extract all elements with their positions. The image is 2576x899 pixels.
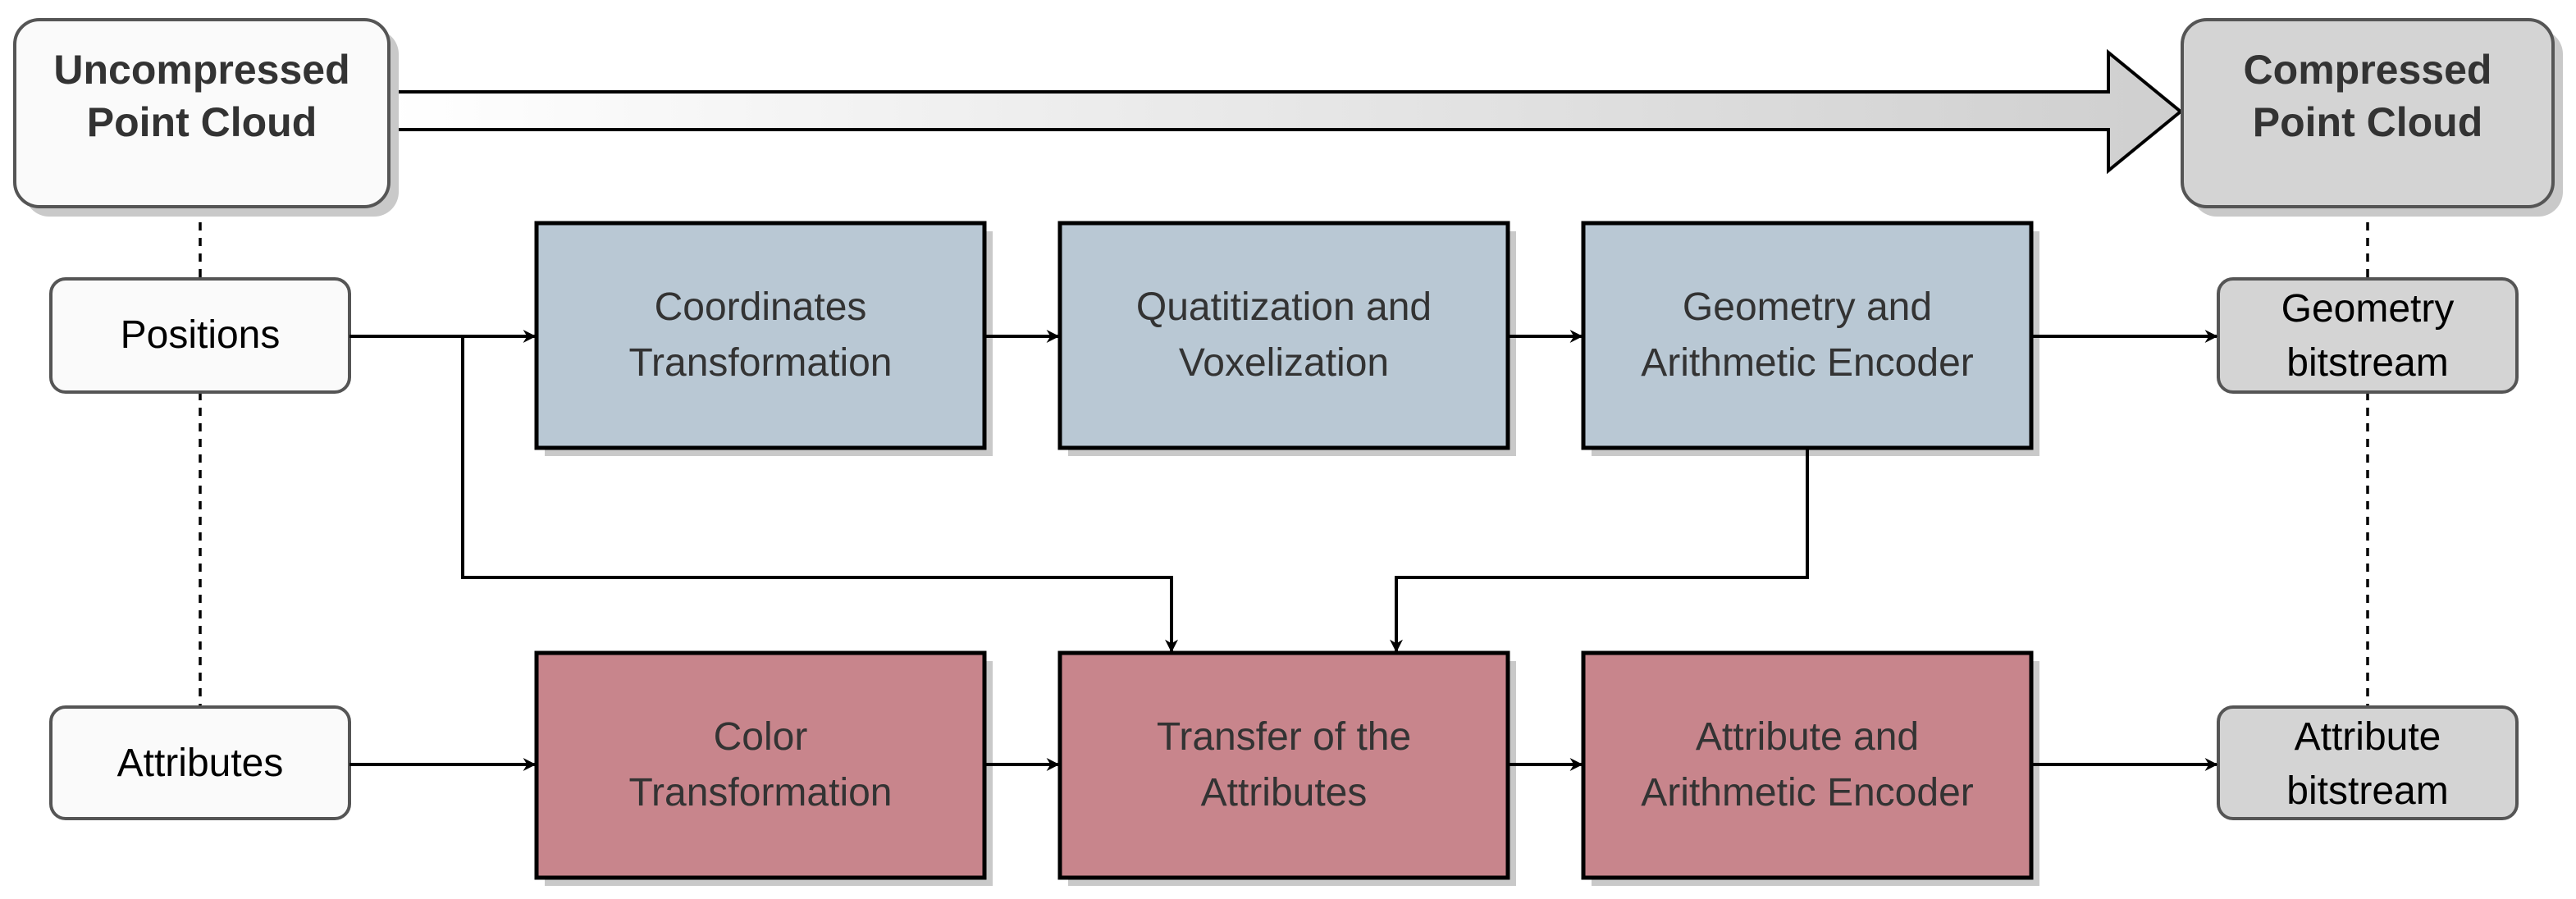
geometry-encoder-label-line1: Geometry and: [1683, 285, 1932, 329]
attribute-bitstream-node: Attribute bitstream: [2217, 705, 2519, 820]
attributes-node: Attributes: [49, 705, 351, 820]
color-transformation-label-line2: Transformation: [629, 771, 893, 815]
quantization-voxelization-box: [1057, 221, 1510, 450]
color-transformation-box: [534, 650, 987, 880]
attributes-label: Attributes: [117, 742, 284, 785]
attribute-bitstream-label-line1: Attribute: [2295, 715, 2441, 759]
geometry-encoder-label-line2: Arithmetic Encoder: [1641, 341, 1974, 385]
attribute-encoder-box: [1581, 650, 2034, 880]
geometry-bitstream-box: [2217, 277, 2519, 394]
coordinates-transformation-label-line2: Transformation: [629, 341, 893, 385]
quantization-voxelization-label-line2: Voxelization: [1179, 341, 1389, 385]
coordinates-transformation-label-line1: Coordinates: [655, 285, 867, 329]
edge-positions-to-transfer: [461, 336, 1178, 653]
geometry-bitstream-label-line1: Geometry: [2281, 287, 2455, 331]
positions-node: Positions: [49, 277, 351, 394]
color-transformation-label-line1: Color: [714, 715, 808, 759]
uncompressed-box: [13, 18, 391, 208]
geometry-bitstream-node: Geometry bitstream: [2217, 277, 2519, 394]
compressed-box: [2181, 18, 2555, 208]
positions-label: Positions: [121, 313, 281, 357]
uncompressed-label-line2: Point Cloud: [87, 99, 317, 145]
compressed-label-line2: Point Cloud: [2253, 99, 2483, 145]
attribute-encoder-node: Attribute and Arithmetic Encoder: [1581, 650, 2039, 886]
coordinates-transformation-node: Coordinates Transformation: [534, 221, 993, 456]
geometry-encoder-node: Geometry and Arithmetic Encoder: [1581, 221, 2039, 456]
quantization-voxelization-node: Quatitization and Voxelization: [1057, 221, 1516, 456]
transfer-attributes-label-line1: Transfer of the: [1157, 715, 1411, 759]
uncompressed-point-cloud-node: Uncompressed Point Cloud: [13, 18, 399, 217]
color-transformation-node: Color Transformation: [534, 650, 993, 886]
transfer-attributes-label-line2: Attributes: [1201, 771, 1368, 815]
edge-geometry-encoder-to-transfer: [1390, 448, 1809, 653]
quantization-voxelization-label-line1: Quatitization and: [1136, 285, 1432, 329]
coordinates-transformation-box: [534, 221, 987, 450]
attribute-bitstream-box: [2217, 705, 2519, 820]
transfer-attributes-box: [1057, 650, 1510, 880]
geometry-encoder-box: [1581, 221, 2034, 450]
uncompressed-label-line1: Uncompressed: [53, 47, 349, 93]
attribute-bitstream-label-line2: bitstream: [2286, 769, 2448, 813]
compressed-point-cloud-node: Compressed Point Cloud: [2181, 18, 2563, 217]
compression-flow-arrow: [387, 48, 2184, 175]
geometry-bitstream-label-line2: bitstream: [2286, 341, 2448, 385]
attribute-encoder-label-line1: Attribute and: [1696, 715, 1919, 759]
transfer-attributes-node: Transfer of the Attributes: [1057, 650, 1516, 886]
compressed-label-line1: Compressed: [2244, 47, 2492, 93]
attribute-encoder-label-line2: Arithmetic Encoder: [1641, 771, 1974, 815]
